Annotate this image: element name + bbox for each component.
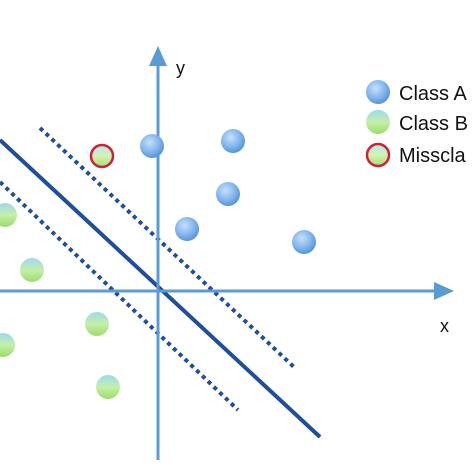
class-a-marker-icon bbox=[366, 80, 390, 104]
class-a-point bbox=[216, 182, 240, 206]
class-b-point bbox=[85, 312, 109, 336]
class-a-points bbox=[140, 129, 316, 254]
class-b-point bbox=[0, 203, 17, 227]
class-b-point bbox=[96, 375, 120, 399]
class-a-point bbox=[292, 230, 316, 254]
x-axis-arrow bbox=[434, 282, 454, 300]
legend-label: Class A bbox=[399, 83, 467, 105]
margin-line-lower bbox=[0, 180, 240, 412]
margin-line-upper bbox=[38, 126, 297, 370]
class-b-point bbox=[0, 333, 15, 357]
misclassified-point bbox=[89, 143, 115, 169]
y-axis-arrow bbox=[149, 46, 167, 66]
legend-item-class-b: Class B bbox=[366, 110, 468, 135]
class-a-point bbox=[175, 217, 199, 241]
class-a-point bbox=[221, 129, 245, 153]
class-b-marker-icon bbox=[366, 110, 390, 134]
legend-item-misclassified: Misscla bbox=[365, 142, 467, 168]
decision-boundary bbox=[0, 138, 322, 439]
class-a-point bbox=[140, 134, 164, 158]
x-axis-label: x bbox=[440, 316, 449, 336]
legend-label: Class B bbox=[399, 113, 468, 135]
y-axis-label: y bbox=[176, 58, 185, 78]
misclassified-marker-icon bbox=[365, 142, 391, 168]
legend-item-class-a: Class A bbox=[366, 80, 467, 105]
legend: Class A Class B Misscla bbox=[365, 80, 468, 168]
legend-label: Misscla bbox=[399, 145, 467, 167]
class-b-points bbox=[0, 203, 120, 399]
class-b-point bbox=[20, 258, 44, 282]
